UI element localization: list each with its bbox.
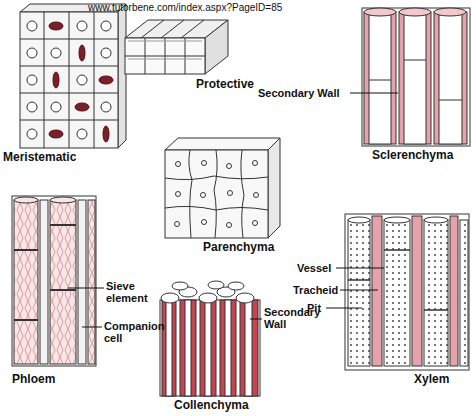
tissue-name: Meristematic <box>3 151 113 164</box>
part-label: Tracheid <box>293 284 343 296</box>
collenchyma-drawing <box>160 281 260 396</box>
tissue-name: Collenchyma <box>174 399 274 412</box>
sclerenchyma-drawing <box>362 8 470 146</box>
part-label: Vessel <box>297 262 341 274</box>
tissue-name: Xylem <box>414 373 474 386</box>
part-label: Secondary Wall <box>264 306 334 330</box>
part-label: Pit <box>307 302 331 314</box>
tissue-name: Sclerenchyma <box>372 149 476 162</box>
tissue-name: Phloem <box>12 373 92 386</box>
watermark: www.tutorbene.com/index.aspx?PageID=85 <box>88 2 348 13</box>
leader-lines <box>68 93 398 327</box>
tissue-name: Parenchyma <box>203 241 293 254</box>
part-label: Sieve element <box>106 280 166 304</box>
xylem-drawing <box>345 214 469 370</box>
meristematic-drawing <box>20 4 126 148</box>
part-label: Secondary Wall <box>258 87 358 99</box>
protective-drawing <box>125 20 228 74</box>
part-label: Companion cell <box>104 320 166 344</box>
parenchyma-drawing <box>165 138 280 238</box>
phloem-drawing <box>12 196 96 366</box>
